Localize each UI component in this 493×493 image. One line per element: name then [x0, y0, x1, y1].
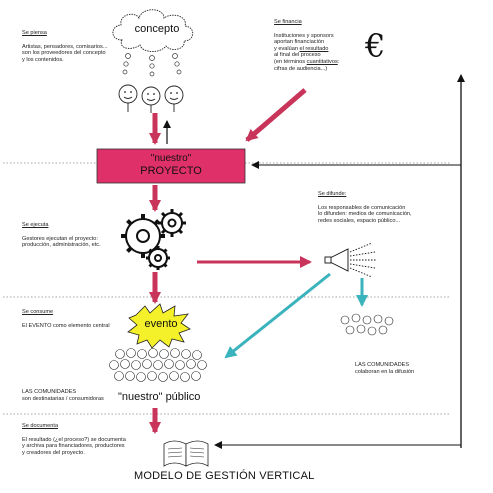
euro-icon: €: [365, 27, 386, 65]
section-heading: Se ejecuta: [22, 222, 49, 228]
vertical-axis: [214, 74, 465, 449]
section-body: El resultado (¿el proceso?) se documenta…: [22, 436, 126, 456]
financia-line-5: (en términos cuantitativos:: [274, 59, 384, 66]
evento-label: evento: [144, 318, 178, 330]
gears-icon: [121, 209, 186, 270]
megaphone-icon: [324, 242, 376, 278]
financing-arrow: [245, 88, 307, 142]
concepto-cloud: [112, 9, 194, 52]
section-body: LAS COMUNIDADES colaboran en la difusión: [355, 362, 415, 375]
financia-line-5-underlined: cuantitativos: [306, 58, 338, 65]
section-heading: Se consume: [22, 309, 54, 315]
financia-line-6: cifras de audiencia...): [274, 65, 328, 72]
section-body: Los responsables de comunicación lo difu…: [318, 204, 412, 224]
financia-line-5-text: (en términos: [274, 58, 307, 65]
section-se-documenta: Se documenta El resultado (¿el proceso?)…: [22, 423, 152, 456]
concepto-label: concepto: [134, 23, 180, 35]
section-body: Artistas, pensadores, comisarios... son …: [22, 43, 108, 63]
financia-line-5-suffix: :: [337, 58, 340, 65]
proyecto-label-line2: PROYECTO: [140, 165, 202, 177]
publico-prefix: "nuestro": [118, 391, 163, 403]
thinkers-faces: [118, 84, 184, 113]
financia-line-1: Instituciones y sponsors: [274, 32, 334, 39]
communities-faces: [340, 313, 394, 336]
section-body: LAS COMUNIDADES son destinatarias / cons…: [22, 389, 104, 402]
financia-line-2: aportan financiación: [274, 39, 325, 46]
section-heading: Se piensa: [22, 30, 47, 36]
section-se-difunde: Se difunde: Los responsables de comunica…: [318, 191, 436, 224]
proyecto-label: "nuestro" PROYECTO: [97, 153, 245, 177]
section-se-financia: Se financia Instituciones y sponsors apo…: [274, 19, 384, 72]
section-se-piensa: Se piensa Artistas, pensadores, comisari…: [22, 30, 122, 63]
section-se-consume: Se consume El EVENTO como elemento centr…: [22, 309, 122, 329]
section-se-ejecuta: Se ejecuta Gestores ejecutan el proyecto…: [22, 222, 122, 249]
thought-bubbles: [122, 53, 182, 77]
publico-word: público: [165, 391, 201, 403]
section-body: El EVENTO como elemento central: [22, 322, 110, 329]
section-comunidades-right: LAS COMUNIDADES colaboran en la difusión: [355, 362, 445, 375]
financia-line-4: al final del proceso: [274, 52, 321, 59]
crowd-icon: [109, 348, 207, 382]
section-heading: Se documenta: [22, 423, 59, 429]
financia-line-3-text: y evalúan: [274, 45, 300, 52]
dotted-separators: [3, 162, 450, 415]
section-body: Gestores ejecutan el proyecto: producció…: [22, 235, 101, 249]
section-heading: Se financia: [274, 19, 302, 25]
proyecto-label-line1: "nuestro": [150, 153, 192, 164]
book-icon: [163, 440, 209, 467]
financia-line-3: y evalúan el resultado: [274, 46, 384, 53]
financia-line-3-underlined: el resultado: [299, 45, 329, 52]
diffusion-arrow-to-public: [224, 272, 331, 359]
section-comunidades-left: LAS COMUNIDADES son destinatarias / cons…: [22, 389, 132, 402]
publico-label: "nuestro" público: [118, 391, 200, 403]
diagram-title: MODELO DE GESTIÓN VERTICAL: [134, 470, 315, 482]
section-heading: Se difunde:: [318, 191, 347, 197]
evento-burst: [127, 303, 191, 349]
proyecto-box: [96, 148, 246, 184]
